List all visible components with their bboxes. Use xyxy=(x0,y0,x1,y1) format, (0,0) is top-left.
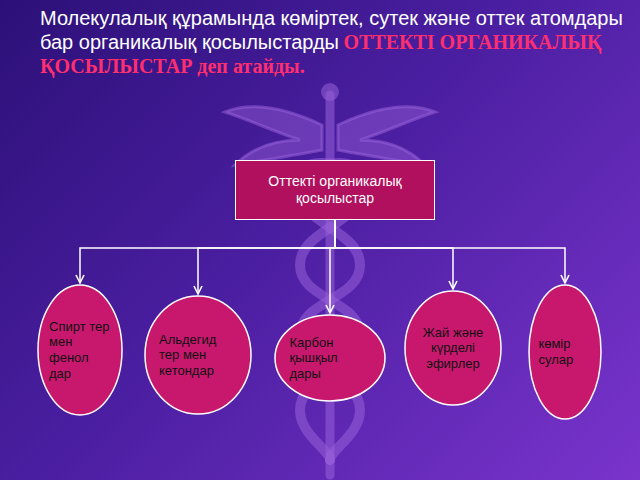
class-ellipse: Жай және күрделі эфирлер xyxy=(404,290,502,406)
connector xyxy=(335,220,453,289)
class-ellipse: Спирт тер мен фенол дар xyxy=(37,284,123,416)
node-label: Жай және күрделі эфирлер xyxy=(418,325,489,372)
heading: Молекулалық құрамында көміртек, сутек жә… xyxy=(40,6,630,78)
category-box: Оттекті органикалық қосылыстар xyxy=(235,160,435,220)
caduceus xyxy=(225,83,435,475)
node-label: Карбон қышқыл дары xyxy=(290,335,371,382)
class-ellipse: көмір сулар xyxy=(528,284,602,420)
class-ellipse: Альдегид тер мен кетондар xyxy=(144,295,252,415)
wing-right xyxy=(338,107,435,165)
staff-knob xyxy=(321,83,339,101)
node-label: Оттекті органикалық қосылыстар xyxy=(243,173,427,207)
staff xyxy=(326,95,335,475)
connector xyxy=(335,220,565,283)
connector xyxy=(198,220,335,294)
node-label: Альдегид тер мен кетондар xyxy=(159,332,237,379)
node-label: Спирт тер мен фенол дар xyxy=(49,319,111,381)
wing-left xyxy=(225,107,322,165)
class-ellipse: Карбон қышқыл дары xyxy=(274,314,386,402)
connector xyxy=(80,220,335,283)
node-label: көмір сулар xyxy=(539,336,592,367)
